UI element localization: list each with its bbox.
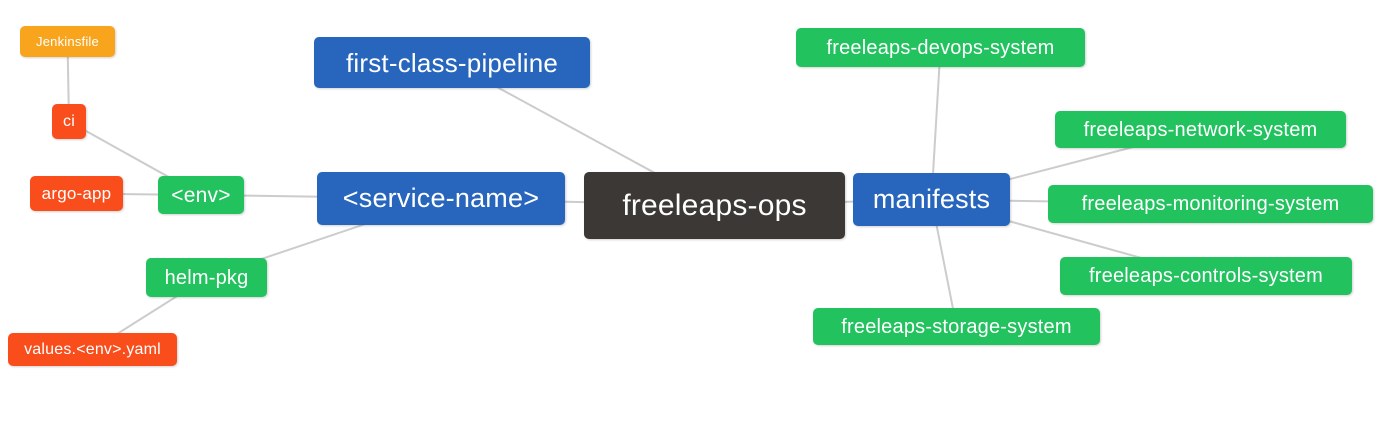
node-freeleaps-controls-system[interactable]: freeleaps-controls-system (1060, 257, 1352, 295)
node-freeleaps-ops[interactable]: freeleaps-ops (584, 172, 845, 239)
node-freeleaps-network-system[interactable]: freeleaps-network-system (1055, 111, 1346, 148)
node-manifests[interactable]: manifests (853, 173, 1010, 226)
node-argo-app[interactable]: argo-app (30, 176, 123, 211)
node-jenkinsfile[interactable]: Jenkinsfile (20, 26, 115, 57)
node-env[interactable]: <env> (158, 176, 244, 214)
node-values-env-yaml[interactable]: values.<env>.yaml (8, 333, 177, 366)
node-ci[interactable]: ci (52, 104, 86, 139)
node-helm-pkg[interactable]: helm-pkg (146, 258, 267, 297)
node-first-class-pipeline[interactable]: first-class-pipeline (314, 37, 590, 88)
node-service-name[interactable]: <service-name> (317, 172, 565, 225)
node-freeleaps-monitoring-system[interactable]: freeleaps-monitoring-system (1048, 185, 1373, 223)
node-freeleaps-devops-system[interactable]: freeleaps-devops-system (796, 28, 1085, 67)
node-freeleaps-storage-system[interactable]: freeleaps-storage-system (813, 308, 1100, 345)
